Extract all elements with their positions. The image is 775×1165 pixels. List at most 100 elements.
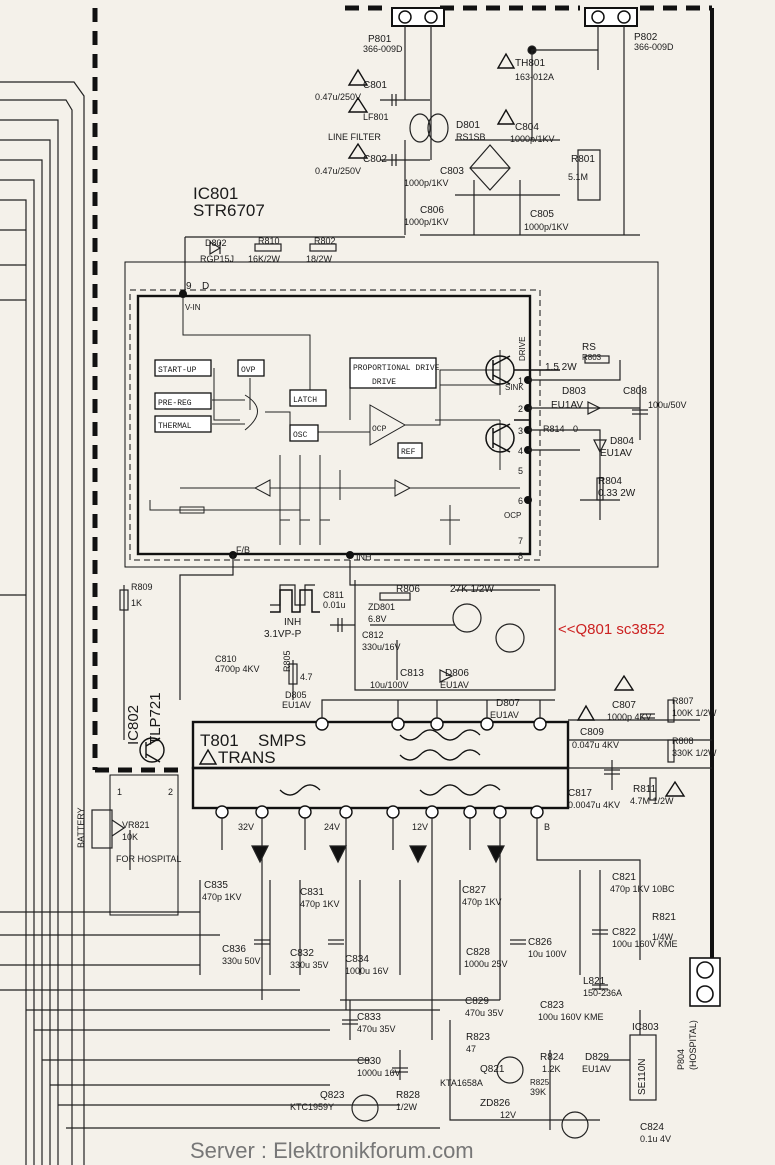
- c817-value: 0.0047u 4KV: [568, 800, 620, 810]
- c817-ref: C817: [568, 788, 592, 799]
- d806-ref: D806: [445, 668, 469, 679]
- d805-part: EU1AV: [282, 700, 311, 710]
- t801-name: SMPS: [258, 731, 306, 750]
- c830-value: 1000u 16V: [357, 1068, 401, 1078]
- d801-part: RS1SB: [456, 132, 486, 142]
- zd801-ref: ZD801: [368, 602, 395, 612]
- c830-ref: C830: [357, 1056, 381, 1067]
- c812-value: 330u/16V: [362, 642, 401, 652]
- ic802-symbol: 1 2: [109, 737, 179, 916]
- c807-ref: C807: [612, 700, 636, 711]
- lf801-ref: LF801: [363, 112, 389, 122]
- c805-ref: C805: [530, 209, 554, 220]
- c803-ref: C803: [440, 166, 464, 177]
- c828-ref: C828: [466, 947, 490, 958]
- input-filter-labels: C801 0.47u/250V LF801 LINE FILTER C802 0…: [315, 52, 595, 232]
- c824-ref: C824: [640, 1122, 664, 1133]
- secondary-labels: C835 470p 1KV C836 330u 50V C831 470p 1K…: [202, 872, 698, 1144]
- c810-value: 4700p 4KV: [215, 664, 260, 674]
- c832-value: 330u 35V: [290, 960, 329, 970]
- pin-fb: F/B: [236, 545, 250, 555]
- th801-ref: TH801: [515, 58, 545, 69]
- r823-ref: R823: [466, 1032, 490, 1043]
- ic801-internal-wiring: [149, 298, 520, 545]
- rail-b: B: [544, 822, 550, 832]
- q823-ref: Q823: [320, 1090, 345, 1101]
- r806-value: 27K 1/2W: [450, 584, 494, 595]
- p801-part: 366-009D: [363, 44, 403, 54]
- vr821-note: FOR HOSPITAL: [116, 854, 181, 864]
- r807-value: 100K 1/2W: [672, 708, 717, 718]
- c809-ref: C809: [580, 727, 604, 738]
- rail-32v: 32V: [238, 822, 254, 832]
- svg-text:DRIVE: DRIVE: [372, 378, 396, 387]
- r821-ref: R821: [652, 912, 676, 923]
- d803-ref: D803: [562, 386, 586, 397]
- c822-ref: C822: [612, 927, 636, 938]
- ic801-pin-number: 3: [518, 426, 523, 436]
- r803-label: R803: [582, 353, 602, 362]
- svg-text:2: 2: [168, 787, 173, 797]
- c806-value: 1000p/1KV: [404, 217, 449, 227]
- c802-ref: C802: [363, 154, 387, 165]
- input-filter-section: [380, 26, 640, 236]
- c822-value: 100u 160V KME: [612, 939, 678, 949]
- pin-sink: SINK: [505, 383, 524, 392]
- r825-ref: R825: [530, 1078, 550, 1087]
- r802-value: 18/2W: [306, 254, 333, 264]
- th801-part: 163-012A: [515, 72, 554, 82]
- d802-ref: D802: [205, 238, 227, 248]
- block-pre-reg: PRE-REG: [158, 399, 192, 408]
- r811-ref: R811: [633, 784, 657, 795]
- ic801-outline: [124, 261, 659, 568]
- secondary-wiring: [199, 818, 657, 1139]
- zd826-value: 12V: [500, 1110, 516, 1120]
- block-thermal: THERMAL: [158, 422, 192, 431]
- ic801-supply-line: [184, 236, 405, 290]
- r805-ref: R805: [282, 650, 292, 672]
- ic801-blocks: START-UP OVP PRE-REG THERMAL LATCH OSC P…: [154, 357, 440, 459]
- snubber-labels: C807 1000p 4KV C809 0.047u 4KV R807 100K…: [568, 674, 717, 810]
- inh-waveform: [270, 589, 320, 613]
- ic801-ref: IC801: [193, 184, 238, 203]
- c834-ref: C834: [345, 954, 369, 965]
- rail-24v: 24V: [324, 822, 340, 832]
- c803-value: 1000p/1KV: [404, 178, 449, 188]
- c831-value: 470p 1KV: [300, 899, 340, 909]
- r814-value: 0: [573, 424, 578, 434]
- c823-ref: C823: [540, 1000, 564, 1011]
- r821-value: 1/4W: [652, 932, 674, 942]
- block-start-up: START-UP: [158, 366, 197, 375]
- c801-value: 0.47u/250V: [315, 92, 361, 102]
- ic801-pin9: 9: [186, 281, 192, 292]
- pin-drive: DRIVE: [518, 337, 527, 361]
- c811-ref: C811: [323, 590, 344, 600]
- inh-wave-label: INH: [284, 617, 301, 628]
- c827-ref: C827: [462, 885, 486, 896]
- connector-p802: P802 366-009D: [584, 7, 674, 52]
- block-latch: LATCH: [293, 396, 317, 405]
- d829-ref: D829: [585, 1052, 609, 1063]
- c829-value: 470u 35V: [465, 1008, 504, 1018]
- r806-ref: R806: [396, 584, 420, 595]
- c834-value: 1000u 16V: [345, 966, 389, 976]
- r802-ref: R802: [314, 236, 336, 246]
- c807-value: 1000p 4KV: [607, 712, 652, 722]
- r828-value: 1/2W: [396, 1102, 418, 1112]
- vr821-ref: VR821: [122, 820, 150, 830]
- r828-ref: R828: [396, 1090, 420, 1101]
- r824-ref: R824: [540, 1052, 564, 1063]
- d801-ref: D801: [456, 120, 480, 131]
- c802-value: 0.47u/250V: [315, 166, 361, 176]
- ic801-pin-d: D: [202, 281, 209, 292]
- ic803-ref: IC803: [632, 1022, 659, 1033]
- c810-ref: C810: [215, 654, 237, 664]
- drive-side-wiring: [528, 355, 648, 520]
- connector-p801: P801 366-009D: [363, 7, 445, 54]
- c833-ref: C833: [357, 1012, 381, 1023]
- r801-value: 5.1M: [568, 172, 588, 182]
- d806-part: EU1AV: [440, 680, 469, 690]
- block-ref: REF: [401, 448, 416, 457]
- c801-ref: C801: [363, 80, 387, 91]
